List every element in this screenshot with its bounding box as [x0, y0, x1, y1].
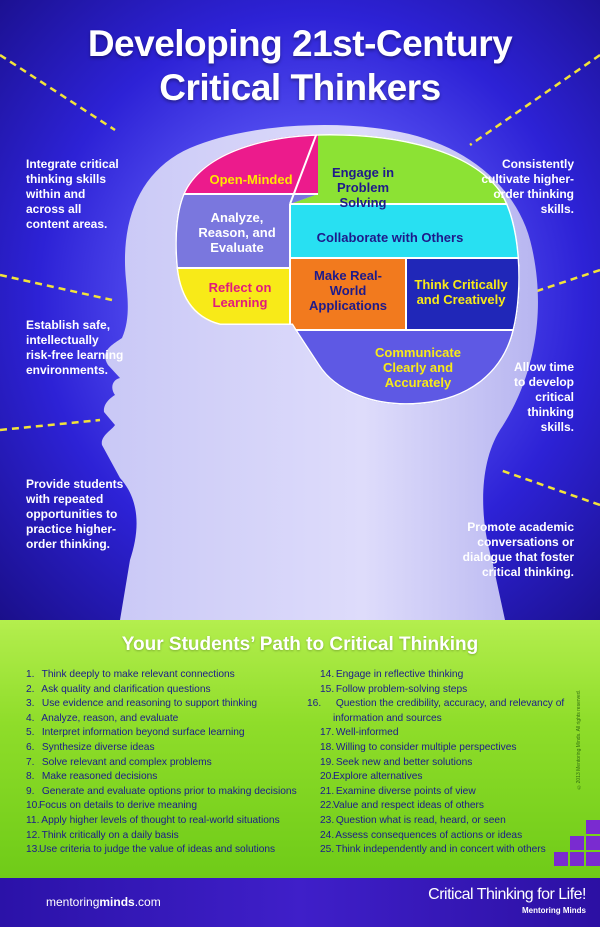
path-list-right: 14. Engage in reflective thinking 15. Fo…: [307, 668, 585, 858]
footer-slogan: Critical Thinking for Life!: [428, 886, 586, 903]
path-item: 4. Analyze, reason, and evaluate: [26, 712, 179, 724]
side-note-right-1: Consistently cultivate higher-order thin…: [481, 157, 574, 216]
path-section: Your Students’ Path to Critical Thinking…: [0, 620, 600, 878]
side-note-left-2: Establish safe, intellectually risk-free…: [26, 318, 124, 377]
path-item: 2. Ask quality and clarification questio…: [26, 683, 211, 695]
footer: mentoringminds.com Critical Thinking for…: [0, 878, 600, 927]
path-item: 17. Well-informed: [320, 727, 399, 739]
footer-url-link[interactable]: mentoringminds.com: [46, 895, 161, 909]
label-think-critically: Think Critically and Creatively: [414, 277, 508, 307]
brain-segment-analyze: [175, 194, 318, 268]
brain-segment-collaborate: [290, 204, 520, 258]
path-item: 13.Use criteria to judge the value of id…: [26, 844, 276, 856]
path-item: 10.Focus on details to derive meaning: [26, 800, 197, 812]
path-item: 8. Make reasoned decisions: [26, 771, 158, 783]
decorative-squares: [540, 820, 600, 878]
title-line-2: Critical Thinkers: [159, 67, 441, 108]
label-open-minded: Open-Minded: [209, 172, 293, 187]
path-item: 7. Solve relevant and complex problems: [26, 756, 212, 768]
path-item: 3. Use evidence and reasoning to support…: [26, 698, 258, 710]
path-item: 22.Value and respect ideas of others: [320, 800, 485, 812]
poster-top-section: Developing 21st-Century Critical Thinker…: [0, 0, 600, 620]
path-item: 20.Explore alternatives: [320, 771, 423, 783]
side-note-left-3: Provide students with repeated opportuni…: [26, 477, 124, 551]
path-item: 16. Question the credibility, accuracy, …: [307, 698, 565, 724]
path-item: 11. Apply higher levels of thought to re…: [26, 814, 280, 826]
path-list-left: 1. Think deeply to make relevant connect…: [26, 668, 297, 858]
label-analyze: Analyze, Reason, and Evaluate: [198, 210, 276, 255]
brain-segment-real-world: [290, 258, 406, 330]
path-item: 1. Think deeply to make relevant connect…: [26, 669, 235, 680]
brain-segment-think-critically: [406, 258, 520, 330]
path-item: 9. Generate and evaluate options prior t…: [26, 785, 297, 797]
path-item: 12. Think critically on a daily basis: [26, 829, 179, 841]
path-item: 14. Engage in reflective thinking: [320, 669, 464, 680]
path-item: 18. Willing to consider multiple perspec…: [320, 741, 517, 753]
label-reflect: Reflect on Learning: [208, 280, 272, 310]
label-communicate: Communicate Clearly and Accurately: [375, 345, 461, 390]
path-item: 5. Interpret information beyond surface …: [26, 727, 245, 739]
path-item: 19. Seek new and better solutions: [320, 756, 473, 768]
path-item: 23. Question what is read, heard, or see…: [320, 814, 506, 826]
label-collaborate: Collaborate with Others: [316, 230, 464, 245]
title-line-1: Developing 21st-Century: [87, 23, 513, 64]
path-item: 21. Examine diverse points of view: [320, 785, 476, 797]
path-item: 24. Assess consequences of actions or id…: [320, 829, 523, 841]
footer-brand-logo: Mentoring Minds: [522, 906, 586, 915]
poster-title: Developing 21st-Century Critical Thinker…: [0, 22, 600, 110]
path-item: 25. Think independently and in concert w…: [320, 844, 546, 856]
side-note-right-2: Allow time to develop critical thinking …: [513, 360, 574, 434]
copyright-notice: ©2013 Mentoring Minds. All rights reserv…: [576, 690, 582, 790]
side-note-right-3: Promote academic conversations or dialog…: [462, 520, 574, 579]
path-title: Your Students’ Path to Critical Thinking: [121, 634, 479, 655]
path-item: 6. Synthesize diverse ideas: [26, 741, 155, 753]
label-engage: Engage in Problem Solving: [331, 165, 395, 210]
head-illustration: [0, 53, 600, 620]
side-note-left-1: Integrate critical thinking skills withi…: [26, 157, 119, 231]
dashed-rays: [0, 53, 600, 507]
path-item: 15. Follow problem-solving steps: [320, 683, 468, 695]
label-real-world: Make Real-World Applications: [308, 268, 387, 313]
